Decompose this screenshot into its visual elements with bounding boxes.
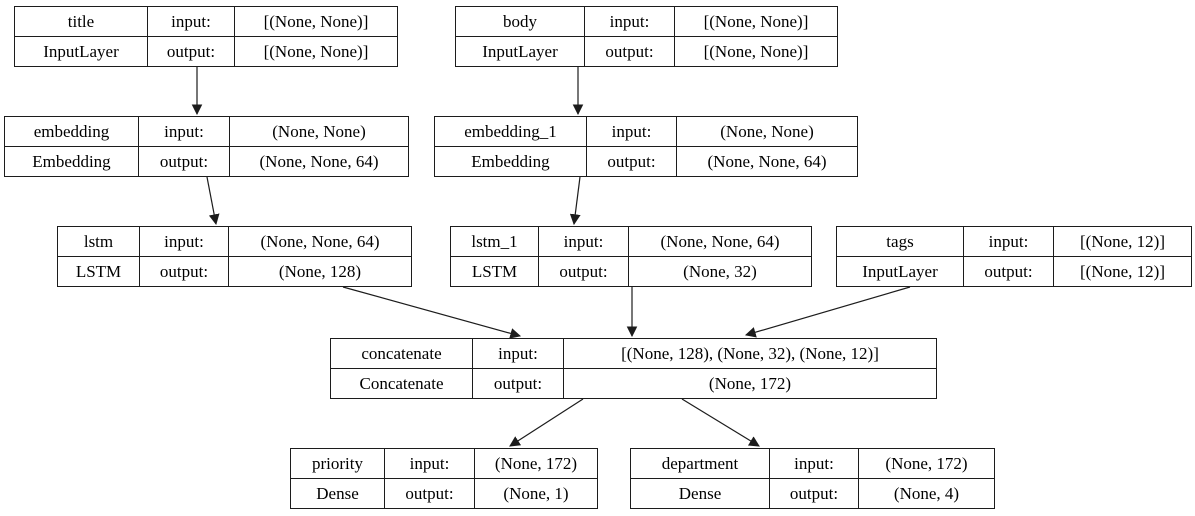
input-label: input: xyxy=(586,117,676,146)
output-shape: [(None, None)] xyxy=(674,37,837,66)
edge-embedding-to-lstm xyxy=(206,176,220,226)
output-shape: (None, None, 64) xyxy=(229,147,408,176)
node-row: InputLayer output: [(None, 12)] xyxy=(837,256,1191,286)
output-label: output: xyxy=(472,369,563,398)
input-label: input: xyxy=(147,7,234,36)
input-label: input: xyxy=(769,449,858,478)
output-label: output: xyxy=(139,257,228,286)
output-label: output: xyxy=(538,257,628,286)
output-shape: [(None, 12)] xyxy=(1053,257,1191,286)
node-row: priority input: (None, 172) xyxy=(291,449,597,478)
node-row: Embedding output: (None, None, 64) xyxy=(5,146,408,176)
layer-name: lstm_1 xyxy=(471,232,518,251)
input-label: input: xyxy=(138,117,229,146)
layer-type: InputLayer xyxy=(43,42,119,61)
output-shape: (None, 128) xyxy=(228,257,411,286)
layer-type: Dense xyxy=(316,484,359,503)
layer-type: Concatenate xyxy=(359,374,444,393)
input-shape: (None, 172) xyxy=(858,449,994,478)
node-row: Dense output: (None, 4) xyxy=(631,478,994,508)
node-row: concatenate input: [(None, 128), (None, … xyxy=(331,339,936,368)
layer-name: lstm xyxy=(83,232,114,251)
input-shape: [(None, None)] xyxy=(674,7,837,36)
node-row: title input: [(None, None)] xyxy=(15,7,397,36)
input-label: input: xyxy=(472,339,563,368)
output-label: output: xyxy=(963,257,1053,286)
edge-embedding_1-to-lstm_1 xyxy=(569,176,581,226)
layer-name: embedding xyxy=(33,122,110,141)
node-row: lstm input: (None, None, 64) xyxy=(58,227,411,256)
layer-name: concatenate xyxy=(361,344,442,363)
edge-tags-to-concatenate xyxy=(744,286,911,338)
node-row: Dense output: (None, 1) xyxy=(291,478,597,508)
input-shape: (None, None, 64) xyxy=(228,227,411,256)
node-row: InputLayer output: [(None, None)] xyxy=(456,36,837,66)
input-shape: [(None, 128), (None, 32), (None, 12)] xyxy=(563,339,936,368)
input-shape: [(None, None)] xyxy=(234,7,397,36)
node-row: department input: (None, 172) xyxy=(631,449,994,478)
output-shape: (None, 4) xyxy=(858,479,994,508)
node-row: Embedding output: (None, None, 64) xyxy=(435,146,857,176)
node-title: title input: [(None, None)] InputLayer o… xyxy=(14,6,398,67)
output-shape: (None, None, 64) xyxy=(676,147,857,176)
node-row: embedding_1 input: (None, None) xyxy=(435,117,857,146)
layer-type: LSTM xyxy=(75,262,122,281)
layer-name: body xyxy=(503,12,537,31)
node-row: embedding input: (None, None) xyxy=(5,117,408,146)
node-row: tags input: [(None, 12)] xyxy=(837,227,1191,256)
layer-name: tags xyxy=(886,232,914,251)
input-shape: (None, 172) xyxy=(474,449,597,478)
edge-lstm-to-concatenate xyxy=(342,286,522,339)
layer-type: InputLayer xyxy=(482,42,558,61)
output-label: output: xyxy=(147,37,234,66)
output-label: output: xyxy=(138,147,229,176)
input-shape: [(None, 12)] xyxy=(1053,227,1191,256)
node-embedding_1: embedding_1 input: (None, None) Embeddin… xyxy=(434,116,858,177)
node-lstm_1: lstm_1 input: (None, None, 64) LSTM outp… xyxy=(450,226,812,287)
node-lstm: lstm input: (None, None, 64) LSTM output… xyxy=(57,226,412,287)
layer-name: title xyxy=(67,12,95,31)
layer-name: priority xyxy=(312,454,363,473)
layer-name: department xyxy=(661,454,739,473)
output-shape: (None, 32) xyxy=(628,257,811,286)
node-body: body input: [(None, None)] InputLayer ou… xyxy=(455,6,838,67)
output-label: output: xyxy=(769,479,858,508)
input-shape: (None, None, 64) xyxy=(628,227,811,256)
node-row: InputLayer output: [(None, None)] xyxy=(15,36,397,66)
node-row: body input: [(None, None)] xyxy=(456,7,837,36)
output-shape: (None, 1) xyxy=(474,479,597,508)
node-concatenate: concatenate input: [(None, 128), (None, … xyxy=(330,338,937,399)
layer-type: Embedding xyxy=(32,152,111,171)
node-priority: priority input: (None, 172) Dense output… xyxy=(290,448,598,509)
output-shape: (None, 172) xyxy=(563,369,936,398)
input-shape: (None, None) xyxy=(229,117,408,146)
node-row: lstm_1 input: (None, None, 64) xyxy=(451,227,811,256)
node-row: Concatenate output: (None, 172) xyxy=(331,368,936,398)
layer-type: LSTM xyxy=(471,262,518,281)
node-department: department input: (None, 172) Dense outp… xyxy=(630,448,995,509)
output-label: output: xyxy=(384,479,474,508)
node-row: LSTM output: (None, 32) xyxy=(451,256,811,286)
node-tags: tags input: [(None, 12)] InputLayer outp… xyxy=(836,226,1192,287)
node-embedding: embedding input: (None, None) Embedding … xyxy=(4,116,409,177)
node-row: LSTM output: (None, 128) xyxy=(58,256,411,286)
input-label: input: xyxy=(584,7,674,36)
edge-concatenate-to-priority xyxy=(509,398,584,447)
edge-concatenate-to-department xyxy=(681,398,760,447)
input-label: input: xyxy=(384,449,474,478)
input-label: input: xyxy=(139,227,228,256)
output-label: output: xyxy=(584,37,674,66)
layer-type: InputLayer xyxy=(862,262,938,281)
output-shape: [(None, None)] xyxy=(234,37,397,66)
layer-name: embedding_1 xyxy=(464,122,557,141)
input-label: input: xyxy=(963,227,1053,256)
output-label: output: xyxy=(586,147,676,176)
layer-type: Embedding xyxy=(471,152,550,171)
input-label: input: xyxy=(538,227,628,256)
layer-type: Dense xyxy=(678,484,722,503)
input-shape: (None, None) xyxy=(676,117,857,146)
